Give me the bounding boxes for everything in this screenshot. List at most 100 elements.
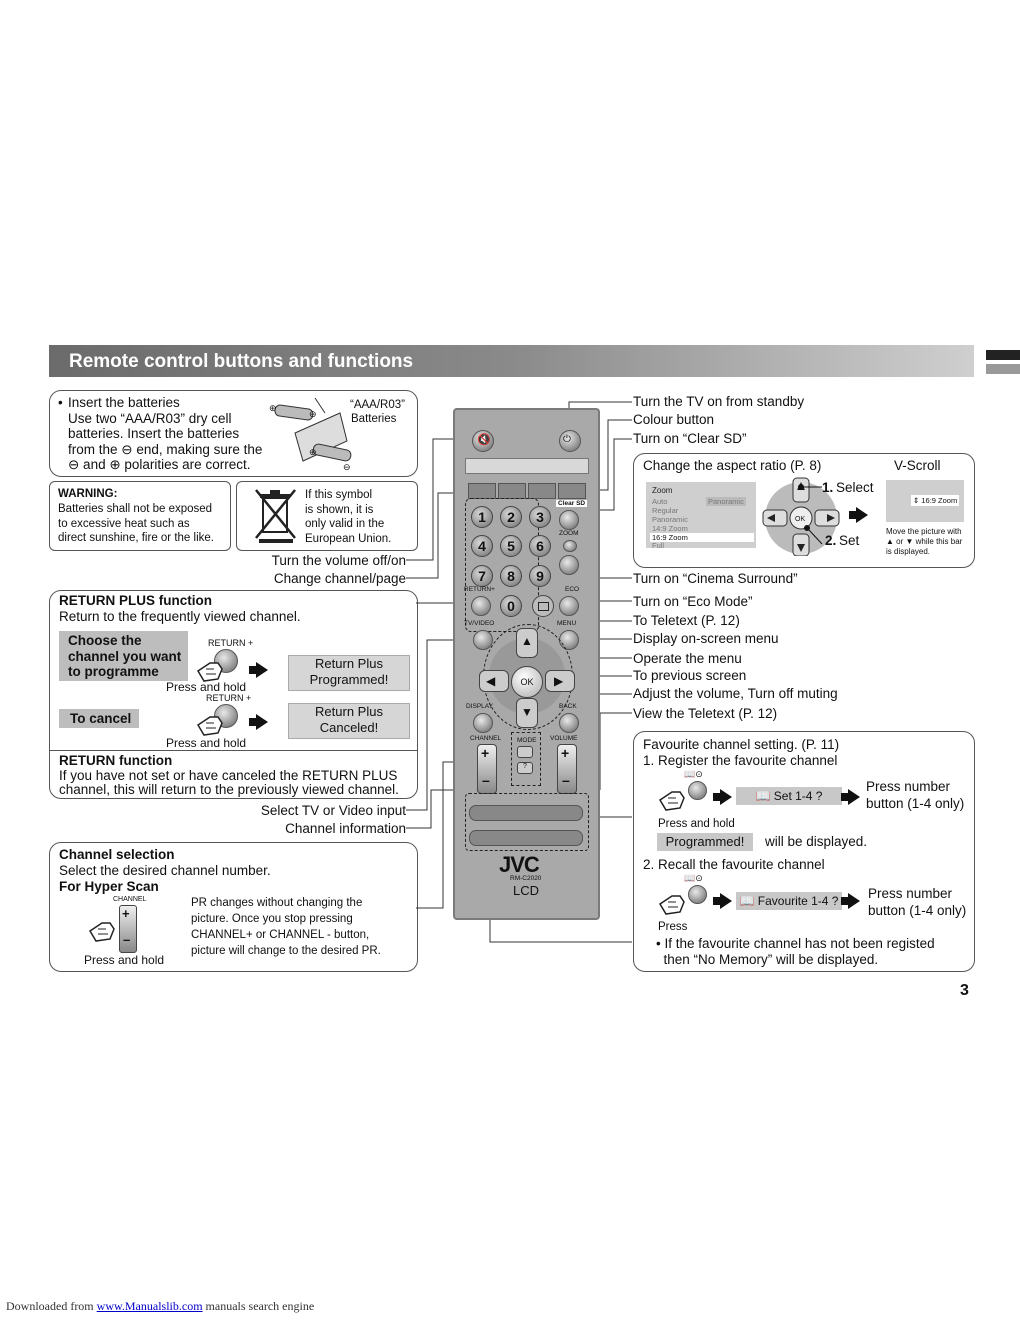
aspect-title: Change the aspect ratio (P. 8) [643, 458, 822, 473]
nav-up-button[interactable]: ▲ [516, 628, 538, 658]
mode-button[interactable] [517, 746, 533, 758]
hyper-scan-title: For Hyper Scan [59, 879, 159, 894]
label-channel-page: Change channel/page [273, 571, 406, 586]
choose-line: Choose the [68, 633, 142, 648]
teletext-keys-row-2[interactable] [469, 830, 583, 846]
num-button-2[interactable]: 2 [500, 506, 522, 528]
batteries-label: “AAA/R03” [350, 399, 405, 411]
warning-line: to excessive heat such as [58, 517, 190, 530]
nav-down-button[interactable]: ▼ [516, 698, 538, 728]
side-tab-dark [986, 350, 1020, 360]
zoom-item[interactable]: 14:9 Zoom [652, 524, 688, 533]
set-1-4-msg: 📖 Set 1-4 ? [736, 787, 842, 805]
weee-box: If this symbol is shown, it is only vali… [236, 481, 418, 551]
nav-right-button[interactable]: ▶ [545, 670, 575, 692]
back-button[interactable] [559, 713, 579, 733]
vscroll-title: V-Scroll [894, 458, 941, 473]
hand-press-icon [658, 791, 685, 811]
crossed-bin-icon [255, 489, 296, 543]
colour-button-red[interactable] [468, 483, 496, 499]
label-eco: Turn on “Eco Mode” [633, 594, 753, 609]
num-button-3[interactable]: 3 [529, 506, 551, 528]
colour-button-blue[interactable] [558, 483, 586, 499]
mute-icon: 🔇 [477, 434, 491, 446]
vscroll-line: ▲ or ▼ while this bar [886, 537, 963, 546]
cinema-surround-button[interactable] [559, 555, 579, 575]
zoom-button[interactable] [563, 540, 577, 552]
num-button-1[interactable]: 1 [471, 506, 493, 528]
book-icon: 📖⊙ [684, 769, 703, 779]
volume-updown-button[interactable]: + – [557, 744, 577, 794]
footer-link[interactable]: www.Manualslib.com [96, 1299, 203, 1313]
label-menu: Display on-screen menu [633, 631, 779, 646]
batteries-line: ⊖ and ⊕ polarities are correct. [68, 457, 251, 472]
display-button[interactable] [473, 713, 493, 733]
zoom-item[interactable]: Regular [652, 506, 679, 515]
warning-box: WARNING: Batteries shall not be exposed … [49, 481, 231, 551]
label-tv-video: Select TV or Video input [260, 803, 406, 818]
tv-video-label: TV/VIDEO [464, 620, 495, 627]
num-button-6[interactable]: 6 [529, 535, 551, 557]
return-function-line: channel, this will return to the previou… [59, 782, 399, 797]
press-hold-label: Press and hold [166, 736, 247, 750]
svg-text:OK: OK [795, 516, 805, 523]
weee-line: If this symbol [305, 489, 373, 501]
press-hold-label: Press and hold [166, 680, 247, 694]
display-label: DISPLAY [466, 703, 493, 710]
colour-button-green[interactable] [498, 483, 526, 499]
num-button-0[interactable]: 0 [500, 595, 522, 617]
batteries-line: Insert the batteries [68, 395, 180, 410]
return-function-title: RETURN function [59, 753, 173, 768]
power-button[interactable]: ⏻ [559, 430, 581, 452]
teletext-button[interactable] [532, 595, 554, 617]
nav-left-button[interactable]: ◀ [479, 670, 509, 692]
return-plus-btn-label: RETURN + [208, 638, 254, 648]
channel-rocker-button[interactable]: + – [119, 905, 137, 953]
arrow-right-icon [249, 662, 268, 678]
label-previous: To previous screen [633, 668, 747, 683]
hyper-line: picture will change to the desired PR. [191, 945, 381, 957]
arrow-right-icon [841, 893, 860, 909]
zoom-item[interactable]: Full [652, 541, 665, 550]
label-volume: Adjust the volume, Turn off muting [633, 686, 838, 701]
tv-video-button[interactable] [473, 630, 493, 650]
num-button-5[interactable]: 5 [500, 535, 522, 557]
ok-button[interactable]: OK [511, 666, 543, 698]
favourite-button[interactable] [688, 781, 707, 800]
return-plus-programmed-msg: Return Plus Programmed! [288, 655, 410, 691]
step2-label: Set [839, 533, 860, 548]
teletext-keys-row-1[interactable] [469, 805, 583, 821]
zoom-item[interactable]: Panoramic [652, 515, 688, 524]
will-display-label: will be displayed. [765, 834, 868, 849]
nav-pad-diagram-icon: OK [762, 477, 840, 556]
label-teletext: To Teletext (P. 12) [633, 613, 740, 628]
mode-label: MODE [517, 737, 537, 744]
svg-text:⊕: ⊕ [269, 403, 277, 413]
clear-sd-button[interactable] [559, 510, 579, 530]
press-number-line: button (1-4 only) [866, 796, 965, 811]
zoom-item-selected[interactable]: 16:9 Zoom [650, 533, 754, 542]
warning-title: WARNING: [58, 488, 118, 500]
channel-btn-label: CHANNEL [113, 896, 147, 903]
press-number-line: Press number [868, 886, 953, 901]
eco-button[interactable] [559, 596, 579, 616]
mute-button[interactable]: 🔇 [472, 430, 494, 452]
info-button[interactable]: ? [517, 762, 533, 774]
zoom-item[interactable]: Auto [652, 497, 668, 506]
channel-updown-button[interactable]: + – [477, 744, 497, 794]
msg-line: Return Plus [315, 656, 383, 671]
return-button[interactable] [471, 596, 491, 616]
num-button-9[interactable]: 9 [529, 565, 551, 587]
favourite-button-2[interactable] [688, 885, 707, 904]
batteries-box: • Insert the batteries Use two “AAA/R03”… [49, 390, 418, 477]
colour-button-yellow[interactable] [528, 483, 556, 499]
favourite-note-line: then “No Memory” will be displayed. [656, 952, 879, 967]
num-button-4[interactable]: 4 [471, 535, 493, 557]
return-plus-button-2[interactable] [214, 704, 238, 728]
msg-line: Return Plus [315, 704, 383, 719]
page-number: 3 [960, 982, 969, 999]
arrow-down-icon: ▼ [521, 705, 533, 719]
press-number-line: Press number [866, 779, 951, 794]
num-button-8[interactable]: 8 [500, 565, 522, 587]
num-button-7[interactable]: 7 [471, 565, 493, 587]
